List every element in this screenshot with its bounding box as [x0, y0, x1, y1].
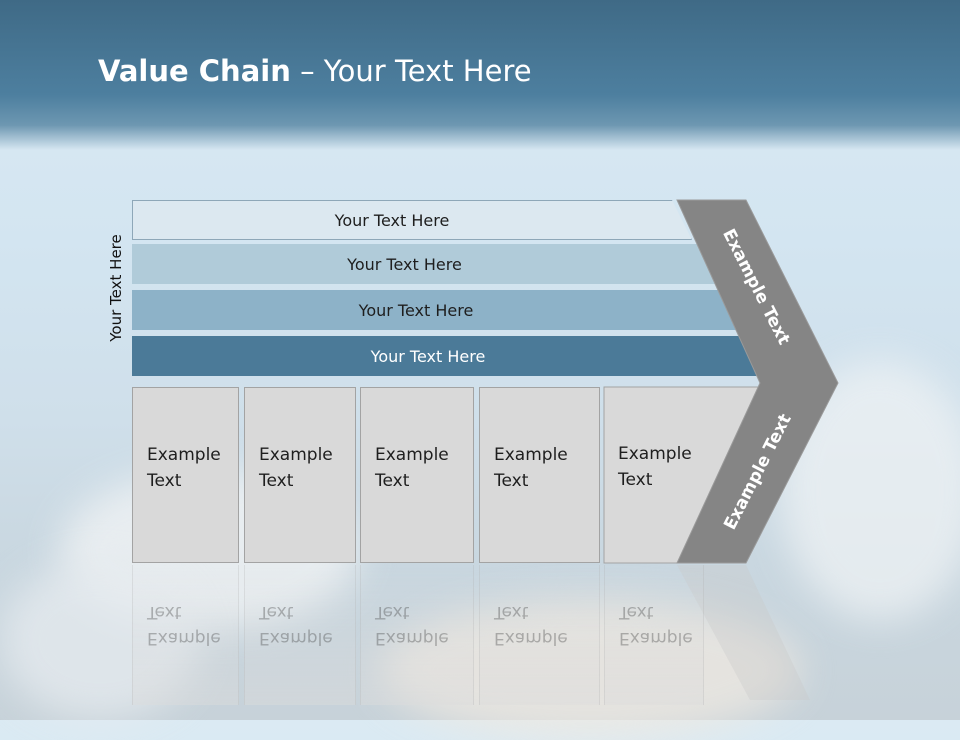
- background-cloud: [0, 560, 200, 720]
- chevron-arrow: [676, 199, 839, 564]
- value-bar-3: Your Text Here: [132, 290, 740, 330]
- activity-box-1: Example Text: [132, 387, 239, 563]
- header-band: [0, 0, 960, 150]
- value-bar-label: Your Text Here: [347, 254, 462, 274]
- activity-box-label: Example Text: [259, 445, 333, 491]
- slide-title: Value Chain – Your Text Here: [98, 54, 532, 88]
- activity-box-2: Example Text: [244, 387, 356, 563]
- slide-title-rest: – Your Text Here: [290, 54, 532, 88]
- activity-box-label: Example Text: [375, 445, 449, 491]
- activity-box-reflection: Example Text: [132, 565, 239, 705]
- value-bar-4: Your Text Here: [132, 336, 764, 376]
- value-bar-2: Your Text Here: [132, 244, 717, 284]
- value-bar-label: Your Text Here: [370, 346, 486, 366]
- value-bar-1: Your Text Here: [132, 200, 692, 240]
- slide-title-bold: Value Chain: [98, 54, 291, 88]
- background-cloud: [380, 600, 800, 740]
- activity-box-reflection: Example Text: [360, 565, 474, 705]
- activity-box-4: Example Text: [479, 387, 600, 563]
- activity-box-label: Example Text: [618, 444, 692, 490]
- activity-box-reflection: Example Text: [604, 565, 704, 705]
- activity-box-5: Example Text: [604, 387, 704, 563]
- activity-box-label: Example Text: [494, 445, 568, 491]
- activity-box-3: Example Text: [360, 387, 474, 563]
- activity-box-reflection: Example Text: [479, 565, 600, 705]
- chevron-graphic: [603, 199, 839, 700]
- activity-box-label: Example Text: [147, 445, 221, 491]
- activity-box-reflection: Example Text: [244, 565, 356, 705]
- chevron-reflection: [677, 565, 810, 700]
- value-bar-label: Your Text Here: [358, 300, 474, 320]
- value-bar-label: Your Text Here: [334, 210, 450, 230]
